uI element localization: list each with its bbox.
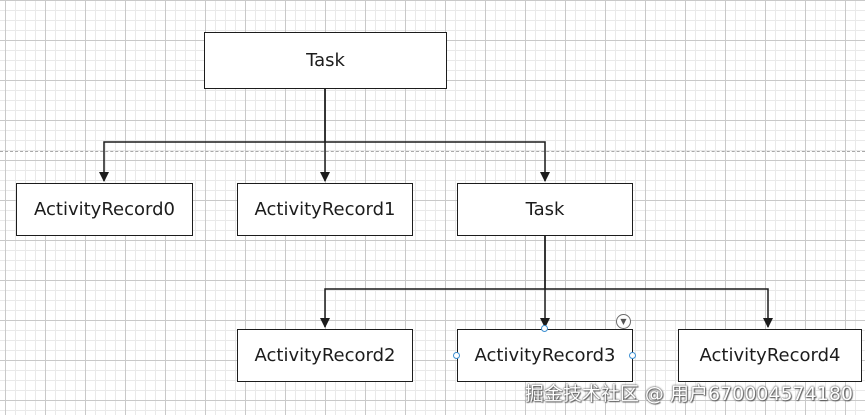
node-label: ActivityRecord3 [474,345,616,366]
selection-handle-left[interactable] [453,352,460,359]
node-label: ActivityRecord1 [254,199,396,220]
guide-line [0,151,865,152]
edge-task-child-to-activity-record-2 [320,236,546,328]
node-task-child[interactable]: Task [457,183,633,236]
selection-handle-top[interactable] [541,325,548,332]
edge-task-root-to-task-child [325,141,550,182]
node-label: ActivityRecord2 [254,345,396,366]
selection-handle-right[interactable] [629,352,636,359]
chevron-down-icon: ▼ [620,316,627,326]
node-label: Task [306,50,345,71]
node-label: ActivityRecord4 [699,345,841,366]
edge-task-child-to-activity-record-4 [545,288,773,328]
node-activity-record-4[interactable]: ActivityRecord4 [678,329,862,382]
node-task-root[interactable]: Task [204,32,447,89]
node-activity-record-1[interactable]: ActivityRecord1 [237,183,413,236]
watermark: 掘金技术社区 @ 用户670004574180 [524,383,853,405]
node-label: Task [525,199,565,220]
shape-options-button[interactable]: ▼ [616,314,631,329]
node-label: ActivityRecord0 [34,199,175,220]
edge-task-root-to-activity-record-0 [99,89,326,182]
node-activity-record-3[interactable]: ActivityRecord3 [457,329,633,382]
node-activity-record-2[interactable]: ActivityRecord2 [237,329,413,382]
node-activity-record-0[interactable]: ActivityRecord0 [16,183,193,236]
